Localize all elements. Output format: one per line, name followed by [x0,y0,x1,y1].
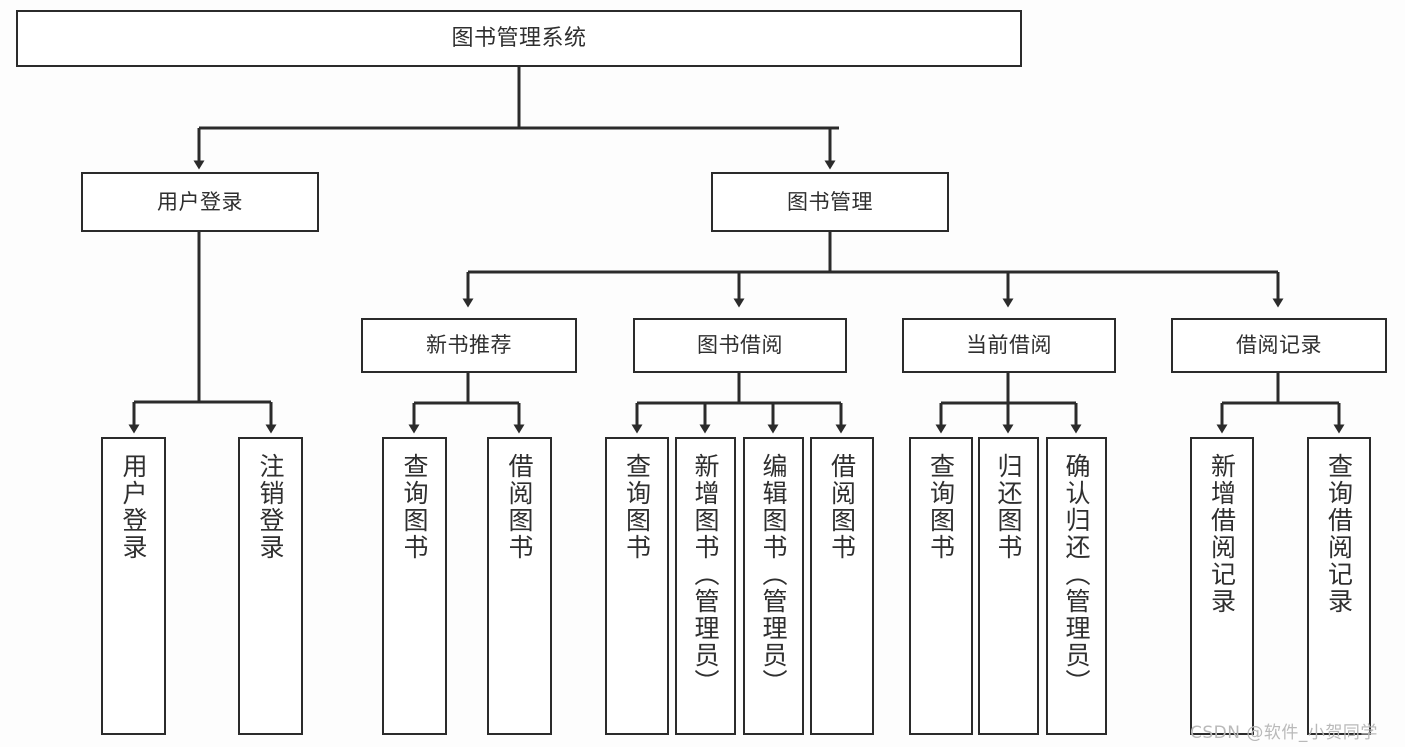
node-label: 编辑图书（管理员） [759,453,788,696]
leaf-query-book-3[interactable]: 查询图书 [909,437,973,735]
node-label: 查询图书 [926,453,956,561]
node-root-system[interactable]: 图书管理系统 [16,10,1022,67]
node-label: 查询图书 [622,453,652,561]
leaf-return-book[interactable]: 归还图书 [978,437,1039,735]
node-label: 归还图书 [994,453,1023,561]
node-label: 图书管理系统 [451,25,587,51]
leaf-user-login[interactable]: 用户登录 [101,437,166,735]
node-borrow-record[interactable]: 借阅记录 [1171,318,1387,373]
leaf-edit-book[interactable]: 编辑图书（管理员） [743,437,804,735]
leaf-query-record[interactable]: 查询借阅记录 [1307,437,1371,735]
node-new-book-recommend[interactable]: 新书推荐 [361,318,577,373]
node-label: 图书管理 [787,189,873,214]
node-label: 注销登录 [256,453,285,561]
node-label: 借阅图书 [827,453,857,561]
leaf-confirm-return[interactable]: 确认归还（管理员） [1046,437,1107,735]
leaf-borrow-book-1[interactable]: 借阅图书 [487,437,552,735]
node-label: 用户登录 [157,189,243,214]
leaf-add-record[interactable]: 新增借阅记录 [1190,437,1254,735]
node-label: 借阅记录 [1236,333,1322,358]
leaf-add-book[interactable]: 新增图书（管理员） [675,437,736,735]
node-label: 查询借阅记录 [1324,453,1354,615]
leaf-query-book-2[interactable]: 查询图书 [605,437,669,735]
node-current-borrow[interactable]: 当前借阅 [902,318,1116,373]
node-label: 新增图书（管理员） [691,453,720,696]
node-label: 新书推荐 [426,333,512,358]
leaf-borrow-book-2[interactable]: 借阅图书 [810,437,874,735]
node-book-borrow[interactable]: 图书借阅 [633,318,847,373]
node-label: 查询图书 [400,453,429,561]
node-label: 新增借阅记录 [1207,453,1237,615]
node-label: 确认归还（管理员） [1062,453,1091,696]
node-label: 图书借阅 [697,333,783,358]
node-label: 当前借阅 [966,333,1052,358]
node-book-manage[interactable]: 图书管理 [711,172,949,232]
leaf-query-book-1[interactable]: 查询图书 [382,437,447,735]
csdn-watermark: CSDN @软件_小贺同学 [1190,723,1378,743]
node-label: 借阅图书 [505,453,534,561]
leaf-logout-login[interactable]: 注销登录 [238,437,303,735]
node-user-login[interactable]: 用户登录 [81,172,319,232]
node-label: 用户登录 [119,453,148,561]
